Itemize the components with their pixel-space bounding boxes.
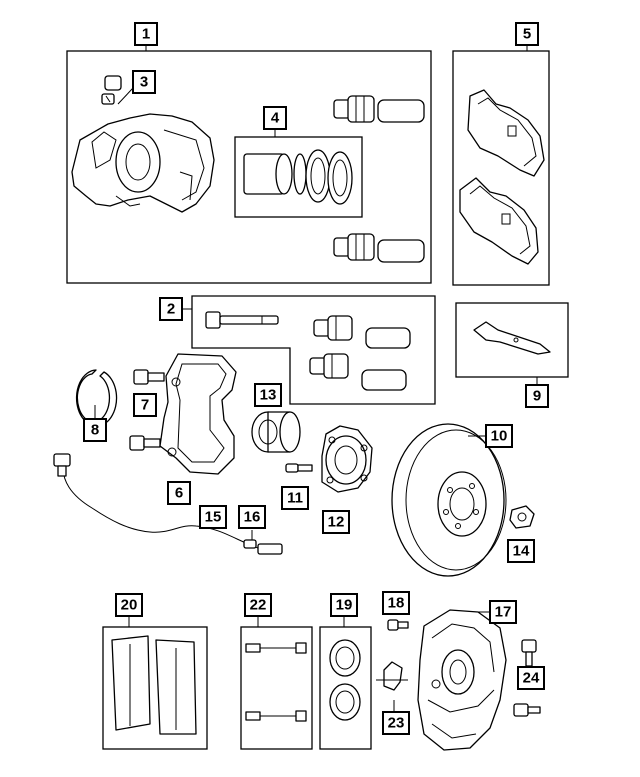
bleeder-screw-part xyxy=(387,619,409,631)
lug-nut-part xyxy=(509,505,535,529)
svg-text:11: 11 xyxy=(287,490,303,507)
pad-set-part xyxy=(111,635,197,735)
guide-pin-boot-lower-part xyxy=(333,233,425,263)
svg-text:20: 20 xyxy=(121,597,138,614)
anti-rattle-clip-part xyxy=(473,321,551,355)
caliper-bracket-part xyxy=(159,353,237,475)
callout-9: 9 xyxy=(525,384,549,408)
group-box-pad-set xyxy=(102,626,208,750)
brake-pad-upper-part xyxy=(467,89,545,177)
svg-text:3: 3 xyxy=(140,74,148,91)
group-box-clip xyxy=(455,302,569,378)
group-box-caliper-assembly xyxy=(66,50,432,284)
callout-8: 8 xyxy=(83,418,107,442)
brake-pad-lower-part xyxy=(459,177,539,265)
group-box-pads xyxy=(452,50,550,286)
svg-text:5: 5 xyxy=(523,26,531,43)
svg-text:2: 2 xyxy=(167,301,175,318)
piston-part xyxy=(243,149,353,205)
callout-18: 18 xyxy=(382,591,410,615)
svg-text:13: 13 xyxy=(260,387,277,404)
group-box-bolt-kit xyxy=(191,295,436,405)
callout-17: 17 xyxy=(489,600,517,624)
brake-rotor-part xyxy=(391,423,507,577)
group-box-studs xyxy=(240,626,313,750)
callout-11: 11 xyxy=(281,486,309,510)
svg-text:12: 12 xyxy=(328,514,345,531)
svg-text:10: 10 xyxy=(491,428,508,445)
caliper-bolt-upper-part xyxy=(521,639,537,667)
stud-upper-part xyxy=(245,642,307,654)
bolt-part-lower xyxy=(129,435,161,451)
wheel-stud-part xyxy=(285,463,313,473)
svg-text:8: 8 xyxy=(91,422,99,439)
bolt-kit-boot-lower-part xyxy=(309,353,407,391)
svg-text:4: 4 xyxy=(271,110,280,127)
callout-20: 20 xyxy=(115,593,143,617)
seal-upper-part xyxy=(329,639,361,677)
svg-text:16: 16 xyxy=(244,509,261,526)
svg-text:23: 23 xyxy=(388,715,405,732)
callout-6: 6 xyxy=(167,481,191,505)
snap-ring-part xyxy=(75,369,118,427)
callout-12: 12 xyxy=(322,510,350,534)
svg-text:9: 9 xyxy=(533,388,541,405)
wear-sensor-part xyxy=(53,453,259,549)
callout-23: 23 xyxy=(382,711,410,735)
svg-text:22: 22 xyxy=(250,597,267,614)
wheel-hub-part xyxy=(321,425,373,493)
svg-text:6: 6 xyxy=(175,485,183,502)
caliper-bolt-lower-part xyxy=(513,703,541,717)
stud-lower-part xyxy=(245,710,307,722)
callout-16: 16 xyxy=(238,505,266,529)
rear-caliper-part xyxy=(417,609,507,751)
bleeder-cap-part xyxy=(101,75,122,105)
callout-14: 14 xyxy=(507,539,535,563)
spring-clip-part xyxy=(376,661,408,691)
callout-1: 1 xyxy=(134,22,158,46)
sensor-connector-part xyxy=(243,539,283,555)
group-box-piston-kit xyxy=(234,136,363,218)
group-box-seals xyxy=(319,626,372,750)
svg-text:19: 19 xyxy=(336,597,353,614)
svg-text:17: 17 xyxy=(495,604,512,621)
callout-19: 19 xyxy=(330,593,358,617)
callout-22: 22 xyxy=(244,593,272,617)
bolt-part-upper xyxy=(133,369,165,385)
callout-13: 13 xyxy=(254,383,282,407)
callout-15: 15 xyxy=(199,505,227,529)
caliper-housing-part xyxy=(71,113,215,213)
callout-7: 7 xyxy=(133,393,157,417)
bolt-kit-boot-upper-part xyxy=(313,315,411,349)
caliper-bolt-part xyxy=(205,311,279,329)
seal-lower-part xyxy=(329,683,361,721)
svg-text:15: 15 xyxy=(205,509,222,526)
leader-line-3 xyxy=(117,87,134,105)
svg-text:18: 18 xyxy=(388,595,405,612)
callout-4: 4 xyxy=(263,106,287,130)
callout-5: 5 xyxy=(515,22,539,46)
svg-text:7: 7 xyxy=(141,397,149,414)
svg-text:1: 1 xyxy=(142,26,150,43)
wheel-bearing-part xyxy=(251,411,301,453)
callout-24: 24 xyxy=(517,666,545,690)
callout-3: 3 xyxy=(132,70,156,94)
svg-text:24: 24 xyxy=(523,670,540,687)
svg-text:14: 14 xyxy=(513,543,530,560)
guide-pin-boot-upper-part xyxy=(333,95,425,123)
callout-2: 2 xyxy=(159,297,183,321)
callout-10: 10 xyxy=(485,424,513,448)
